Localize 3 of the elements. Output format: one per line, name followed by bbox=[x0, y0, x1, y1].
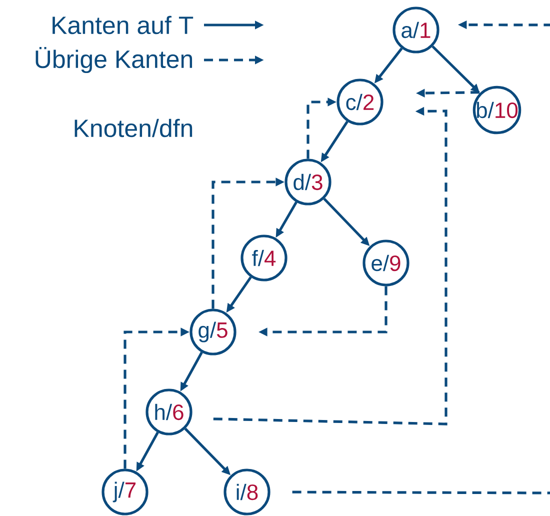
caption-text: Knoten/dfn bbox=[74, 118, 192, 138]
legend-text: Übrige Kanten bbox=[36, 46, 192, 74]
legend-text: Kanten auf T bbox=[52, 16, 194, 34]
